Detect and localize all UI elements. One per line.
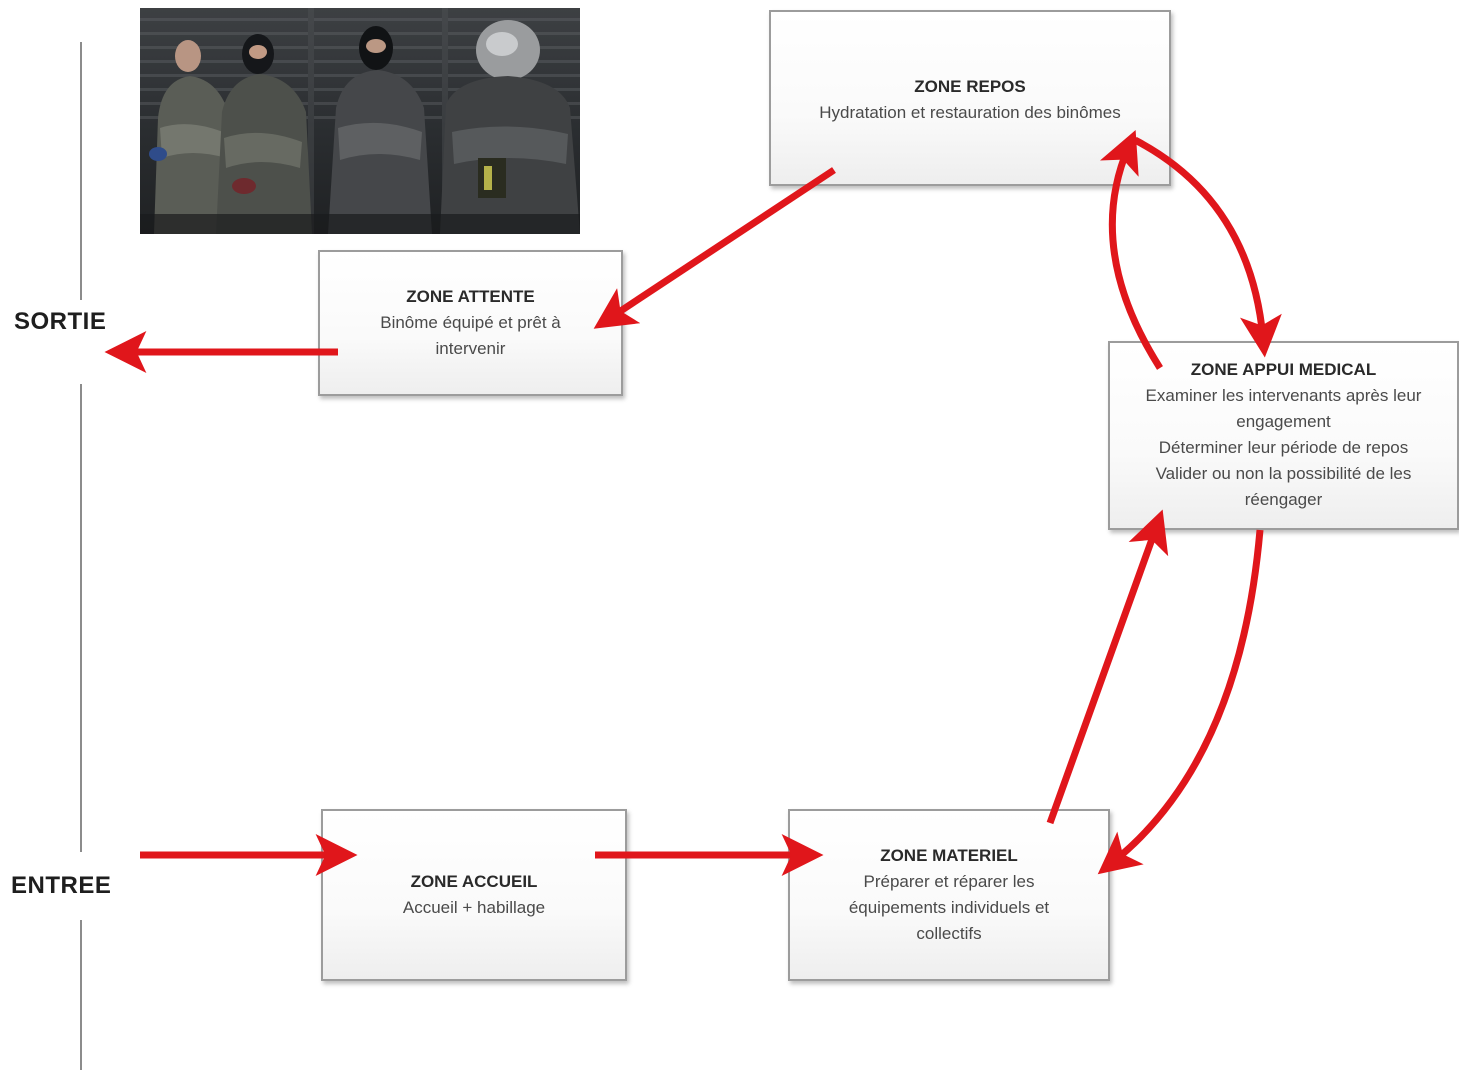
zone-materiel-line: collectifs: [916, 924, 982, 943]
firefighters-photo: [140, 8, 580, 234]
zone-attente-line: Binôme équipé et prêt à: [380, 313, 561, 332]
zone-repos-title: ZONE REPOS: [914, 77, 1026, 96]
side-divider-bottom: [80, 920, 82, 1070]
zone-accueil-title: ZONE ACCUEIL: [410, 872, 538, 891]
zone-appui-medical-line: réengager: [1244, 490, 1323, 509]
arrow-materiel-to-appui: [1046, 509, 1169, 825]
arrow-appui-to-materiel: [1097, 529, 1264, 875]
zone-appui-medical-title: ZONE APPUI MEDICAL: [1190, 360, 1377, 379]
arrow-repos-to-attente: [593, 167, 836, 329]
side-divider-middle: [80, 384, 82, 852]
zone-accueil-box: ZONE ACCUEIL Accueil + habillage: [321, 809, 627, 981]
zone-materiel-line: Préparer et réparer les: [863, 872, 1035, 891]
zone-materiel-title: ZONE MATERIEL: [880, 846, 1018, 865]
zone-attente-title: ZONE ATTENTE: [406, 287, 535, 306]
zone-appui-medical-line: Valider ou non la possibilité de les: [1155, 464, 1412, 483]
zone-attente-box: ZONE ATTENTE Binôme équipé et prêt à int…: [318, 250, 623, 396]
zone-repos-box: ZONE REPOS Hydratation et restauration d…: [769, 10, 1171, 186]
zone-materiel-box: ZONE MATERIEL Préparer et réparer les éq…: [788, 809, 1110, 981]
zone-materiel-line: équipements individuels et: [848, 898, 1050, 917]
zone-appui-medical-line: Examiner les intervenants après leur: [1145, 386, 1422, 405]
zone-attente-line: intervenir: [435, 339, 506, 358]
zone-appui-medical-box: ZONE APPUI MEDICAL Examiner les interven…: [1108, 341, 1459, 530]
zone-appui-medical-line: Déterminer leur période de repos: [1158, 438, 1409, 457]
zone-repos-line: Hydratation et restauration des binômes: [819, 103, 1121, 122]
zone-appui-medical-line: engagement: [1236, 412, 1331, 431]
side-divider-top: [80, 42, 82, 300]
zone-accueil-line: Accueil + habillage: [402, 898, 546, 917]
sortie-label: SORTIE: [14, 306, 107, 338]
entree-label: ENTREE: [11, 870, 112, 902]
